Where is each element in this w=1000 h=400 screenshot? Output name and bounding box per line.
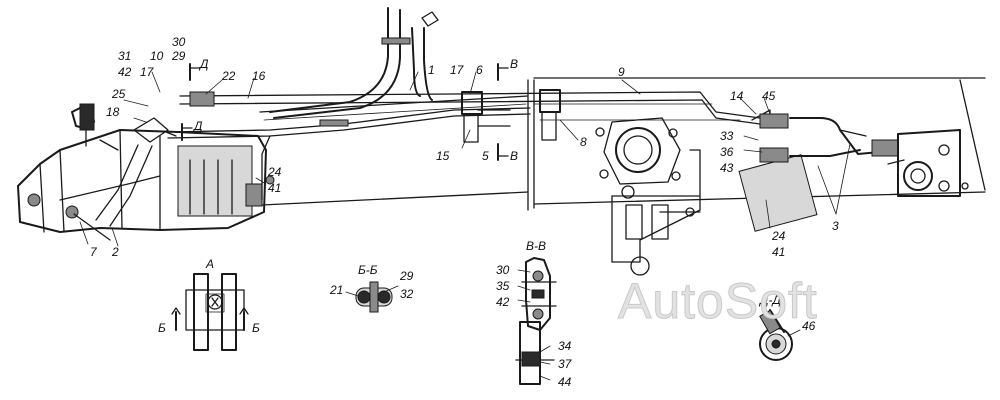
callout-29: 29 [172, 49, 186, 63]
view-vv-callout-35: 35 [496, 279, 510, 293]
callout-24-left: 24 [268, 165, 282, 179]
view-bb-graphic [345, 281, 399, 313]
view-vv-callout-44: 44 [558, 375, 572, 389]
callout-17-right: 17 [450, 63, 464, 77]
callout-25: 25 [112, 87, 126, 101]
view-vv-callout-37: 37 [558, 357, 572, 371]
callout-33: 33 [720, 129, 734, 143]
callout-1: 1 [428, 63, 435, 77]
view-vv-graphic [515, 257, 557, 385]
view-dd-callout-46: 46 [802, 319, 816, 333]
callout-24-right: 24 [772, 229, 786, 243]
view-a-graphic [171, 273, 249, 351]
callout-9: 9 [618, 65, 625, 79]
view-bb-callout-32: 32 [400, 287, 414, 301]
callout-7: 7 [90, 245, 97, 259]
view-vv-title: В-В [526, 239, 547, 253]
view-bb-callout-29: 29 [400, 269, 414, 283]
callout-10: 10 [150, 49, 164, 63]
section-mark-v-top: В [510, 57, 519, 71]
callout-18: 18 [106, 105, 120, 119]
callout-30: 30 [172, 35, 186, 49]
callout-6: 6 [476, 63, 483, 77]
callout-45: 45 [762, 89, 776, 103]
callout-14: 14 [730, 89, 744, 103]
cross-member-plate [603, 117, 701, 276]
callout-41-left: 41 [268, 181, 282, 195]
callout-41-right: 41 [772, 245, 786, 259]
view-dd-graphic [759, 309, 801, 361]
callout-43: 43 [720, 161, 734, 175]
callout-2: 2 [112, 245, 119, 259]
callout-5: 5 [482, 149, 489, 163]
view-bb-callout-21: 21 [330, 283, 344, 297]
callout-15: 15 [436, 149, 450, 163]
callout-3: 3 [832, 219, 839, 233]
section-mark-v-bottom: В [510, 149, 519, 163]
view-vv-callout-42: 42 [496, 295, 510, 309]
callout-17-left: 17 [140, 65, 154, 79]
view-bb-title: Б-Б [358, 263, 378, 277]
view-dd-title: Д-Д [760, 293, 781, 307]
leader-lines [79, 71, 851, 247]
view-a-section-mark-left: Б [158, 321, 166, 335]
section-mark-d-mid: Д [194, 119, 203, 133]
left-frame-rail [259, 79, 529, 211]
hose-1-upper [269, 7, 439, 119]
steering-gear-assembly [17, 103, 275, 241]
callout-42: 42 [118, 65, 132, 79]
view-vv-callout-34: 34 [558, 339, 572, 353]
section-mark-d-top: Д [200, 57, 209, 71]
callout-31: 31 [118, 49, 132, 63]
callout-16: 16 [252, 69, 266, 83]
right-cylinder-assembly [738, 109, 961, 232]
callout-8: 8 [580, 135, 587, 149]
callout-36: 36 [720, 145, 734, 159]
pipe-clips [461, 89, 561, 143]
section-markers [181, 63, 509, 161]
view-a-section-mark-right: Б [252, 321, 260, 335]
view-vv-callout-30: 30 [496, 263, 510, 277]
main-pipes [167, 91, 761, 201]
callout-22: 22 [222, 69, 236, 83]
view-a-title: А [206, 257, 215, 271]
watermark: AutoSoft [618, 273, 818, 329]
